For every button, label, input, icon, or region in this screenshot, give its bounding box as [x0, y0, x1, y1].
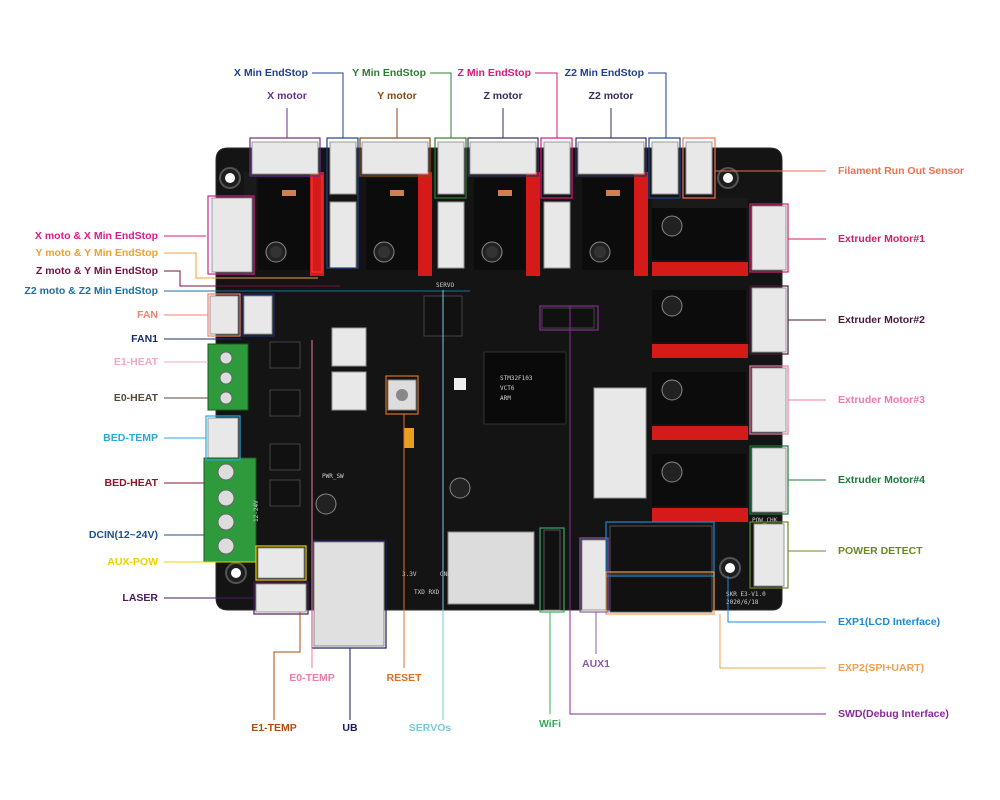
x-min-endstop-label: X Min EndStop [233, 67, 308, 79]
x-moto-x-endstop-label: X moto & X Min EndStop [34, 230, 158, 242]
y-min-endstop-label: Y Min EndStop [352, 67, 426, 79]
filament-runout-label: Filament Run Out Sensor [838, 165, 965, 177]
fan1-label: FAN1 [131, 333, 158, 345]
e0-heat-label: E0-HEAT [113, 392, 158, 404]
z-min-endstop-label: Z Min EndStop [457, 67, 532, 79]
chip-line3: ARM [500, 395, 511, 402]
z2-motor-label: Z2 motor [588, 90, 634, 102]
bed-heat-label: BED-HEAT [104, 477, 158, 489]
v33-silk: 3.3V [402, 571, 417, 578]
leader-lines [164, 72, 826, 720]
e0-temp-label: E0-TEMP [289, 672, 335, 684]
pwr-chk-silk: POW_CHK [752, 517, 778, 524]
z-moto-y-endstop-label: Z moto & Y Min EndStop [35, 265, 158, 277]
servo-silk: SERVO [436, 282, 454, 289]
z-motor-label: Z motor [483, 90, 523, 102]
e1-heat-label: E1-HEAT [113, 356, 158, 368]
board-version: SKR E3-V1.0 [726, 591, 766, 598]
reset-label: RESET [386, 672, 422, 684]
extruder2-label: Extruder Motor#2 [838, 314, 925, 326]
z2-min-endstop-label: Z2 Min EndStop [564, 67, 644, 79]
txd-rxd-silk: TXD RXD [414, 589, 440, 596]
vin-silk: 12-24V [253, 500, 260, 522]
laser-label: LASER [122, 592, 158, 604]
highlight-boxes [205, 137, 789, 649]
y-moto-y-endstop-label: Y moto & Y Min EndStop [35, 247, 158, 259]
y-motor-label: Y motor [377, 90, 417, 102]
extruder-driver-modules [652, 198, 787, 587]
top-connectors [211, 141, 713, 273]
extruder4-label: Extruder Motor#4 [838, 474, 925, 486]
chip-line1: STM32F103 [500, 375, 533, 382]
bed-temp-label: BED-TEMP [103, 432, 158, 444]
exp2-label: EXP2(SPI+UART) [838, 662, 925, 674]
swd-label: SWD(Debug Interface) [838, 708, 949, 720]
dcin-label: DCIN(12~24V) [88, 529, 158, 541]
gnd-silk: GND [440, 571, 451, 578]
e1-temp-label: E1-TEMP [251, 722, 297, 734]
x-motor-label: X motor [267, 90, 307, 102]
ub-label: UB [342, 722, 358, 734]
chip-line2: VCT6 [500, 385, 515, 392]
servos-label: SERVOs [408, 722, 452, 734]
pwr-sw-silk: PWR_SW [322, 473, 344, 480]
power-detect-label: POWER DETECT [838, 545, 923, 557]
aux-pow-label: AUX-POW [107, 556, 158, 568]
top-driver-modules [244, 172, 648, 276]
center-components: STM32F103 VCT6 ARM SKR E3-V1.0 2020/6/18… [253, 282, 778, 647]
aux1-label: AUX1 [581, 658, 611, 670]
board-date: 2020/6/18 [726, 599, 759, 606]
left-connectors [203, 295, 307, 613]
exp1-label: EXP1(LCD Interface) [838, 616, 941, 628]
fan-label: FAN [137, 309, 158, 321]
z2-moto-z2-endstop-label: Z2 moto & Z2 Min EndStop [24, 285, 158, 297]
wifi-label: WiFi [538, 718, 562, 730]
extruder3-label: Extruder Motor#3 [838, 394, 925, 406]
extruder1-label: Extruder Motor#1 [838, 233, 925, 245]
